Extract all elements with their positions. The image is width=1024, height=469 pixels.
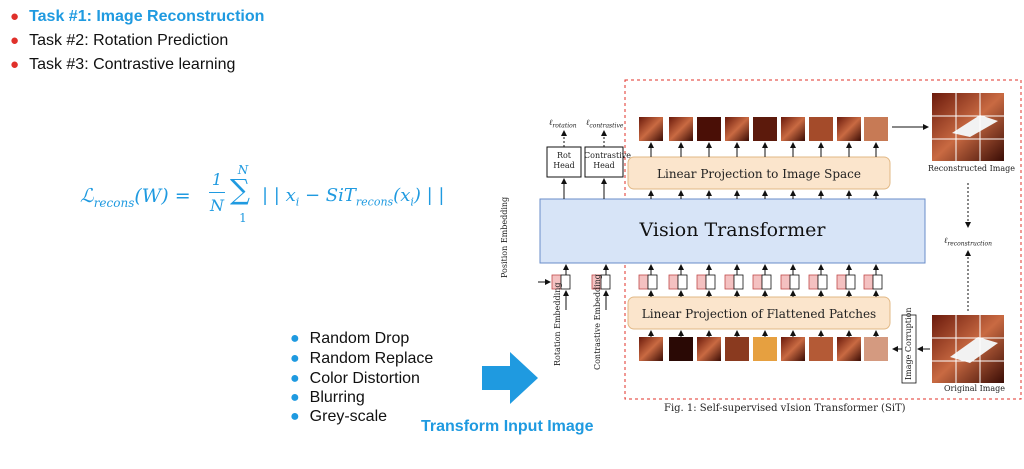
original-image-label: Original Image (944, 384, 1006, 393)
input-patches (639, 337, 888, 361)
original-image (932, 315, 1004, 383)
sit-diagram (538, 79, 1022, 400)
task-label: Task #2: Rotation Prediction (29, 32, 229, 49)
token-arrows (538, 264, 879, 310)
linear-proj-in-box (627, 296, 891, 330)
input-arrows (648, 330, 879, 337)
aug-item: ●Color Distortion (290, 370, 420, 387)
token-row (551, 274, 883, 290)
position-embedding-label: Position Embedding (500, 196, 509, 278)
reconstruction-loss-formula: ℒrecons(W) = 1 N N ∑ 1 | | xi − SiTrecon… (80, 163, 445, 235)
bullet-icon: ● (10, 8, 20, 25)
formula-body: | | xi − SiTrecons(xi) | | (262, 185, 445, 209)
figure-caption: Fig. 1: Self-supervised vIsion Transform… (664, 403, 906, 414)
right-arrow-icon (482, 352, 538, 404)
task-label: Task #3: Contrastive learning (29, 56, 236, 73)
dashed-border (624, 79, 1022, 400)
formula-frac-den: N (210, 196, 224, 215)
aug-item: ●Random Drop (290, 330, 410, 347)
loss-rotation-label: ℓrotation (549, 118, 577, 130)
contrastive-head-box (584, 146, 624, 178)
task-label: Task #1: Image Reconstruction (29, 8, 265, 25)
aug-item: ●Grey-scale (290, 408, 388, 425)
bullet-icon: ● (10, 56, 20, 73)
vision-transformer-label: Vision Transformer (639, 219, 826, 241)
transform-input-label: Transform Input Image (421, 418, 594, 435)
vision-transformer-box (539, 198, 926, 264)
bullet-icon: ● (290, 408, 300, 425)
reconstructed-image-label: Reconstructed Image (928, 164, 1015, 173)
loss-contrastive-label: ℓcontrastive (586, 118, 624, 130)
bullet-icon: ● (290, 370, 300, 387)
linear-proj-out-box (627, 156, 891, 190)
image-corruption-label: Image Corruption (904, 307, 913, 380)
reconstructed-image (932, 93, 1004, 161)
formula-frac-bar (209, 192, 225, 193)
linear-proj-out-label: Linear Projection to Image Space (657, 167, 861, 181)
formula-sum-bottom: 1 (239, 211, 247, 225)
aug-item: ●Random Replace (290, 350, 434, 367)
rot-head-box (546, 146, 582, 178)
output-arrows (648, 142, 879, 199)
output-patches (639, 117, 888, 141)
linear-proj-in-label: Linear Projection of Flattened Patches (641, 307, 877, 321)
sum-icon: ∑ (230, 173, 250, 206)
bullet-icon: ● (290, 350, 300, 367)
task-item-3: ● Task #3: Contrastive learning (10, 56, 235, 74)
formula-lhs: ℒrecons(W) = (80, 185, 191, 210)
bullet-icon: ● (290, 389, 300, 406)
formula-sum-top: N (237, 163, 249, 177)
bullet-icon: ● (10, 32, 20, 49)
bullet-icon: ● (290, 330, 300, 347)
aug-item: ●Blurring (290, 389, 365, 406)
task-item-2: ● Task #2: Rotation Prediction (10, 32, 228, 50)
loss-reconstruction-label: ℓreconstruction (944, 236, 992, 248)
task-item-1: ● Task #1: Image Reconstruction (10, 8, 264, 26)
formula-frac-num: 1 (211, 170, 223, 189)
contrastive-embedding-label: Contrastive Embedding (593, 274, 602, 370)
rotation-embedding-label: Rotation Embedding (553, 282, 562, 366)
